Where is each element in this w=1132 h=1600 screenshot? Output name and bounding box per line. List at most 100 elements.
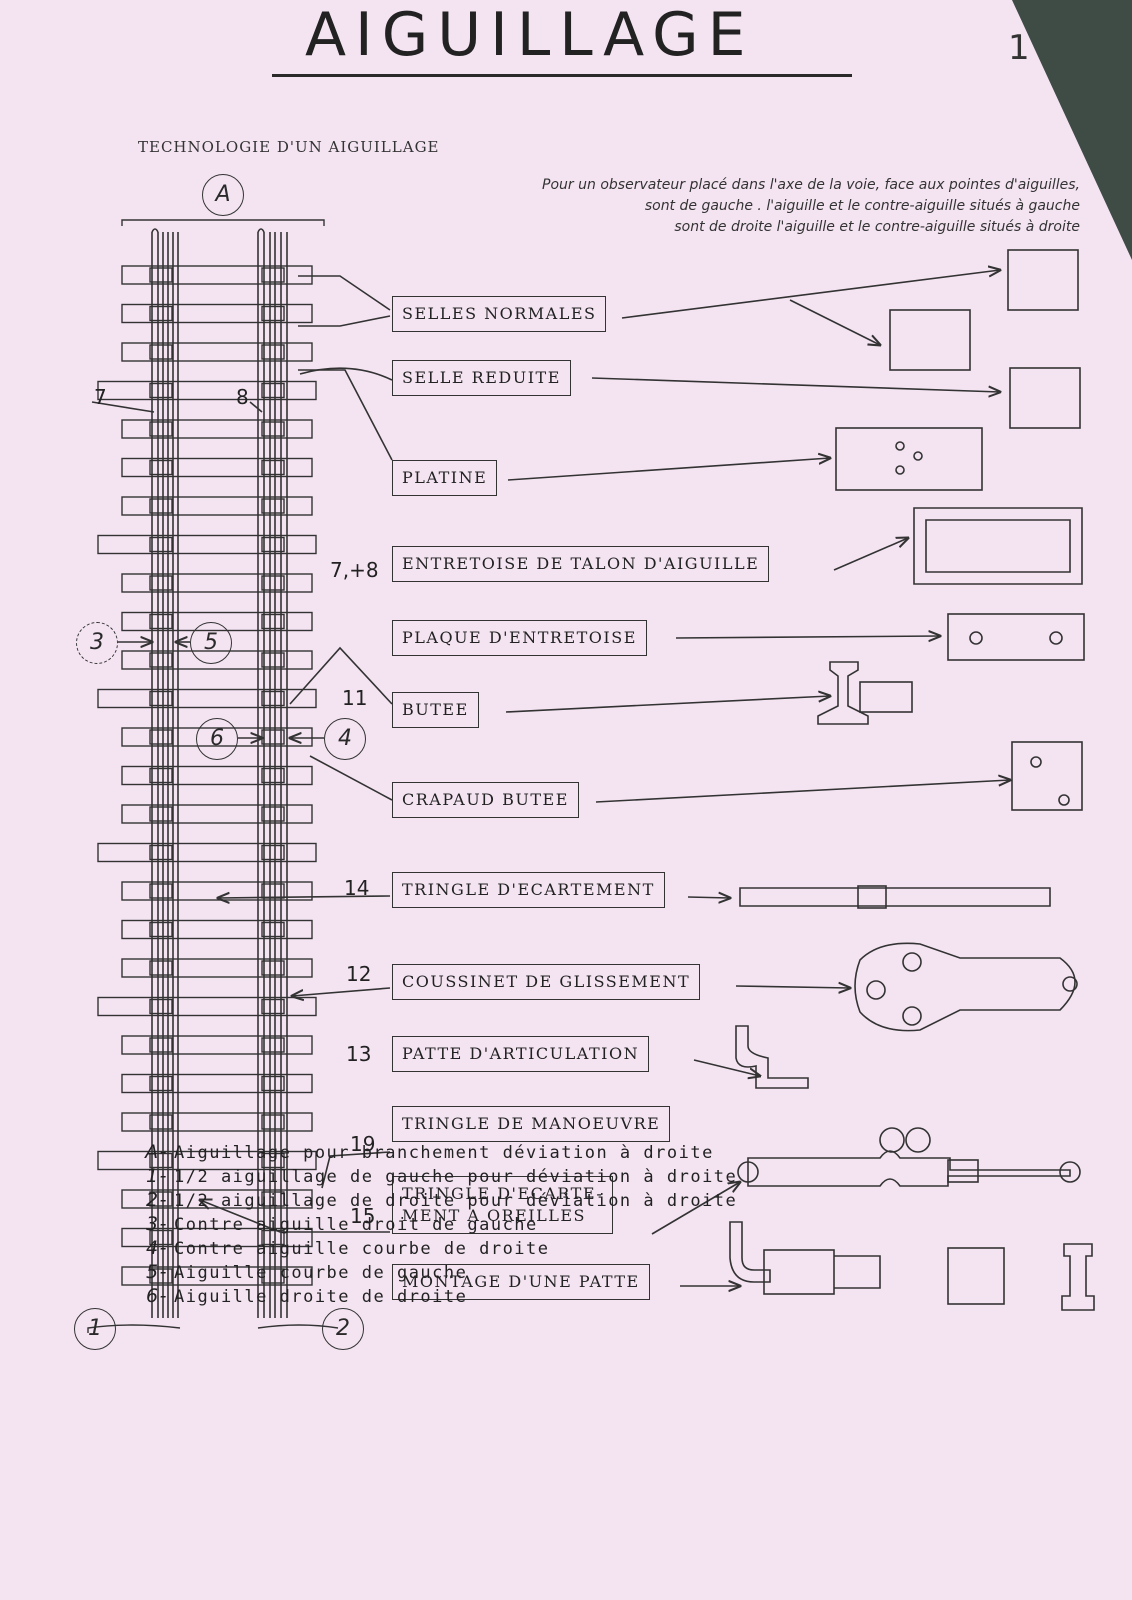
label-patte-articulation: PATTE D'ARTICULATION [392, 1036, 650, 1072]
rail-chair [149, 1268, 173, 1284]
railway-tie [121, 457, 313, 478]
selle-normale-drawing [1007, 249, 1079, 311]
rail-chair [261, 1229, 285, 1246]
marker-2: 2 [322, 1308, 364, 1350]
rail-chair [261, 421, 285, 437]
label-tringle-ecartement: TRINGLE D'ECARTEMENT [392, 872, 665, 908]
tringle-ecartement-sleeve [857, 885, 887, 909]
leader-coussinet [292, 987, 391, 996]
railway-tie [121, 573, 313, 593]
legend-row: 5-Aiguille courbe de gauche [146, 1261, 468, 1283]
number-8: 8 [236, 385, 249, 409]
rail-chair [261, 960, 285, 976]
tringle-oreille [905, 1127, 931, 1153]
rail-chair [261, 921, 285, 938]
rail-chair [149, 344, 173, 360]
rail-chair [149, 1191, 173, 1207]
rail-chair [261, 575, 285, 591]
rail-chair [261, 998, 285, 1015]
railway-tie [121, 804, 313, 824]
rails [151, 228, 288, 1318]
number-7-8: 7,+8 [330, 558, 379, 582]
rail-end [151, 228, 265, 233]
pin-drawing [1061, 1243, 1095, 1311]
number-14: 14 [344, 876, 370, 900]
railway-tie [121, 303, 313, 324]
rail-chair [261, 1075, 285, 1092]
leader-selles [298, 315, 391, 327]
rail-chair [149, 382, 173, 399]
arrow-crapaud [595, 780, 1010, 803]
rail-chair [149, 960, 173, 976]
scanned-page-corner [1012, 0, 1132, 260]
arrow-plaque [675, 636, 940, 638]
rail-chair [261, 498, 285, 514]
marker-1: 1 [74, 1308, 116, 1350]
rail-chair [261, 767, 285, 784]
rail-chair [261, 690, 285, 707]
leader-7 [91, 401, 155, 413]
rail-chair [149, 729, 173, 745]
plaque-hole [969, 631, 983, 645]
railway-ties [97, 265, 317, 1286]
selle-normale-drawing [889, 309, 971, 371]
tringle-oreille [879, 1127, 905, 1153]
label-plaque-entretoise: PLAQUE D'ENTRETOISE [392, 620, 647, 656]
rail-chair [149, 1114, 173, 1130]
title-underline [272, 74, 852, 77]
platine-drawing [835, 427, 983, 491]
marker-a: A [202, 174, 244, 216]
arrow-selles-normales-1 [621, 270, 1000, 319]
label-tringle-manoeuvre: TRINGLE DE MANOEUVRE [392, 1106, 671, 1142]
rail-chair [261, 1268, 285, 1284]
observer-note: Pour un observateur placé dans l'axe de … [380, 175, 1080, 238]
rail-chair [149, 806, 173, 822]
rail-chair [261, 382, 285, 399]
rail-chair [261, 1191, 285, 1207]
number-15: 15 [350, 1204, 376, 1228]
label-platine: PLATINE [392, 460, 498, 496]
arrow-selles-normales-2 [789, 299, 880, 345]
tringle-manoeuvre-drawing [747, 1150, 1071, 1187]
arrow-selle-reduite [591, 377, 1000, 392]
legend-row: A-Aiguillage pour branchement déviation … [145, 1141, 714, 1163]
label-entretoise-talon: ENTRETOISE DE TALON D'AIGUILLE [392, 546, 770, 582]
bracket-bottom [87, 1324, 339, 1333]
coussinet-hole [902, 1006, 922, 1026]
legend-row: 3-Contre aiguille droit de gauche [146, 1213, 538, 1235]
railway-tie [121, 958, 313, 978]
label-coussinet: COUSSINET DE GLISSEMENT [392, 964, 701, 1000]
bracket-a [121, 219, 325, 226]
arrow-patte [693, 1059, 760, 1076]
tringle-sleeve [947, 1159, 979, 1183]
rail-chair [149, 613, 173, 630]
montage-patte-drawing [729, 1221, 771, 1283]
coussinet-hole [902, 952, 922, 972]
crapaud-drawing [1011, 741, 1083, 811]
leader-platine [298, 369, 393, 461]
arrow-platine [507, 458, 830, 481]
rail-chair [261, 459, 285, 476]
arrow-coussinet [735, 986, 850, 988]
rail-chair [149, 844, 173, 861]
railway-tie [97, 534, 317, 555]
label-montage-patte: MONTAGE D'UNE PATTE [392, 1264, 650, 1300]
railway-tie [121, 496, 313, 516]
rail-chair [149, 267, 173, 283]
coussinet-hole [1062, 976, 1078, 992]
arrow-tringle-oreilles [651, 1182, 740, 1235]
platine-hole [895, 465, 905, 475]
railway-tie [121, 1189, 313, 1209]
page-title: AIGUILLAGE [305, 0, 755, 70]
part-drawings [729, 249, 1095, 1311]
legend-row: 6-Aiguille droite de droite [146, 1285, 468, 1307]
railway-tie [121, 1073, 313, 1094]
rail-chair [149, 536, 173, 553]
rail-chair [261, 652, 285, 668]
leader-tringle-ecartement [218, 896, 391, 898]
railway-tie [121, 1227, 313, 1248]
railway-tie [121, 919, 313, 940]
number-7: 7 [94, 385, 107, 409]
coussinet-hole [866, 980, 886, 1000]
leader-crapaud [309, 755, 393, 801]
